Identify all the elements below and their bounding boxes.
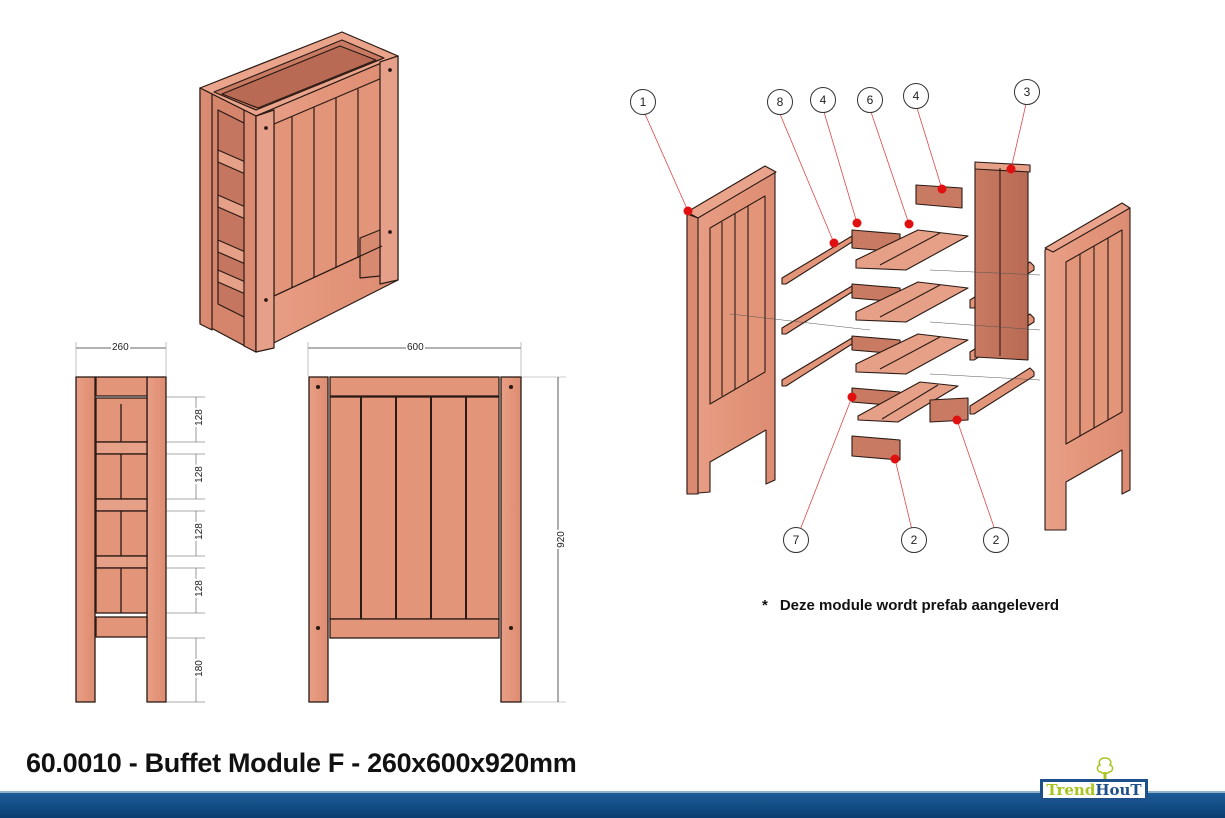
- shelf-spacing-4: 128: [193, 579, 205, 598]
- callout-2a: 2: [901, 527, 927, 553]
- callout-4a: 4: [810, 87, 836, 113]
- footer-bar: [0, 791, 1225, 818]
- front-view: [307, 342, 566, 703]
- shelf-spacing-2: 128: [193, 465, 205, 484]
- shelf-spacing-1: 128: [193, 408, 205, 427]
- callout-3: 3: [1014, 79, 1040, 105]
- callout-6: 6: [857, 87, 883, 113]
- callout-2b: 2: [983, 527, 1009, 553]
- shelf-spacing-3: 128: [193, 522, 205, 541]
- side-view: [75, 342, 205, 703]
- tree-icon: [1096, 757, 1114, 782]
- isometric-view: [199, 31, 399, 353]
- page-title: 60.0010 - Buffet Module F - 260x600x920m…: [26, 748, 577, 778]
- prefab-note: * Deze module wordt prefab aangeleverd: [762, 597, 1059, 614]
- front-height-label: 920: [555, 530, 567, 549]
- callout-4b: 4: [903, 83, 929, 109]
- logo-part-trend: Trend: [1046, 781, 1096, 799]
- front-width-label: 600: [406, 342, 425, 353]
- note-asterisk: *: [762, 597, 768, 614]
- leg-height: 180: [193, 659, 205, 678]
- callout-points: [683, 164, 1016, 464]
- callout-7: 7: [783, 527, 809, 553]
- callout-8: 8: [767, 89, 793, 115]
- side-width-label: 260: [111, 342, 130, 353]
- note-text: Deze module wordt prefab aangeleverd: [779, 597, 1060, 614]
- exploded-view: [686, 161, 1131, 531]
- callout-1: 1: [630, 89, 656, 115]
- callout-leaders: [644, 103, 1027, 531]
- logo-part-hout: HouT: [1095, 781, 1142, 799]
